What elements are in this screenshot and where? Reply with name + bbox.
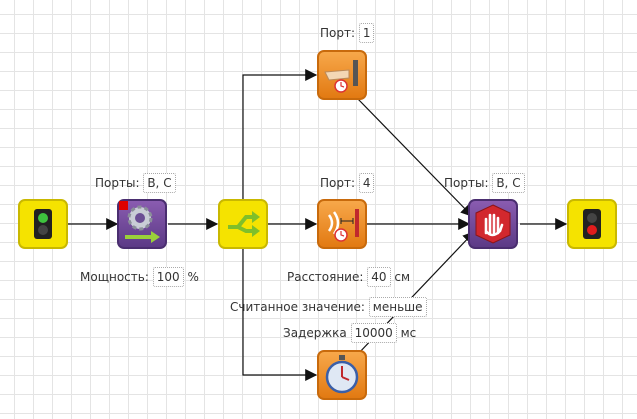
- timer-delay-label: Задержка 10000 мс: [283, 323, 416, 343]
- motor-power-text: Мощность:: [80, 270, 149, 284]
- stopwatch-icon: [325, 355, 359, 394]
- ultra-distance-unit: см: [394, 270, 410, 284]
- touch-port-value[interactable]: 1: [358, 23, 375, 43]
- start-block[interactable]: [18, 199, 68, 249]
- motor-ports-text: Порты:: [95, 176, 140, 190]
- stop-ports-value[interactable]: B, C: [492, 173, 525, 193]
- ultra-port-text: Порт:: [320, 176, 356, 190]
- motor-power-unit: %: [187, 270, 199, 284]
- ultra-read-text: Считанное значение:: [230, 300, 365, 314]
- ultrasonic-sensor-block[interactable]: [317, 199, 367, 249]
- ultra-distance-label: Расстояние: 40 см: [287, 267, 410, 287]
- touch-sensor-icon: [324, 60, 358, 93]
- motor-ports-label: Порты: B, C: [95, 173, 176, 193]
- touch-port-label: Порт: 1: [320, 23, 375, 43]
- touch-sensor-block[interactable]: [317, 50, 367, 100]
- stop-ports-label: Порты: B, C: [444, 173, 525, 193]
- ultra-distance-text: Расстояние:: [287, 270, 364, 284]
- stop-motors-block[interactable]: [468, 199, 518, 249]
- fork-arrows-icon: [228, 211, 260, 237]
- motor-ports-value[interactable]: B, C: [143, 173, 176, 193]
- ultra-read-value[interactable]: меньше: [368, 297, 427, 317]
- fork-block[interactable]: [218, 199, 268, 249]
- ultra-port-label: Порт: 4: [320, 173, 375, 193]
- ultra-read-label: Считанное значение: меньше: [230, 297, 427, 317]
- stop-hand-icon: [475, 204, 511, 244]
- end-block[interactable]: [567, 199, 617, 249]
- touch-port-text: Порт:: [320, 26, 356, 40]
- ultra-distance-value[interactable]: 40: [367, 267, 391, 287]
- timer-delay-value[interactable]: 10000: [350, 323, 397, 343]
- motor-power-value[interactable]: 100: [152, 267, 184, 287]
- gear-motor-icon: [119, 201, 160, 243]
- stop-ports-text: Порты:: [444, 176, 489, 190]
- timer-delay-unit: мс: [400, 326, 417, 340]
- ultrasonic-sensor-icon: [327, 209, 359, 242]
- ultra-port-value[interactable]: 4: [358, 173, 375, 193]
- motor-block[interactable]: [117, 199, 167, 249]
- timer-block[interactable]: [317, 350, 367, 400]
- traffic-light-red-icon: [583, 209, 601, 239]
- motor-power-label: Мощность: 100 %: [80, 267, 199, 287]
- timer-delay-text: Задержка: [283, 326, 347, 340]
- traffic-light-green-icon: [34, 209, 52, 239]
